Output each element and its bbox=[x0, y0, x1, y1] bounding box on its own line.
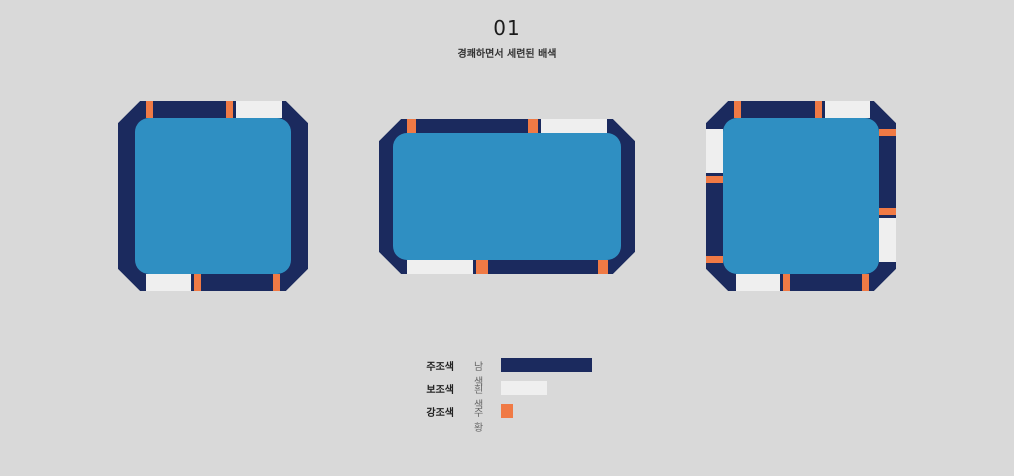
frame-orange-stripe bbox=[706, 256, 723, 263]
frame-orange-stripe bbox=[734, 101, 741, 118]
court-area bbox=[135, 118, 291, 274]
legend-role-label: 강조색 bbox=[426, 408, 454, 419]
legend-swatch-accent bbox=[501, 404, 513, 418]
frame-orange-stripe bbox=[862, 274, 869, 291]
legend-color-name: 주황 bbox=[474, 408, 484, 434]
frame-orange-stripe bbox=[528, 119, 538, 133]
court-area bbox=[393, 133, 621, 260]
frame-white-segment bbox=[407, 260, 473, 274]
court-right bbox=[706, 101, 896, 291]
page-subtitle: 경쾌하면서 세련된 배색 bbox=[457, 49, 557, 60]
court-center bbox=[379, 119, 635, 274]
legend-color-name: 흰색 bbox=[474, 385, 484, 411]
frame-orange-stripe bbox=[815, 101, 822, 118]
frame-navy-segment bbox=[473, 260, 476, 274]
frame-orange-stripe bbox=[194, 274, 201, 291]
court-left bbox=[118, 101, 308, 291]
frame-white-segment bbox=[879, 218, 896, 262]
frame-white-segment bbox=[146, 274, 191, 291]
legend-role-label: 보조색 bbox=[426, 385, 454, 396]
frame-orange-stripe bbox=[598, 260, 608, 274]
frame-white-segment bbox=[736, 274, 780, 291]
frame-white-segment bbox=[825, 101, 870, 118]
frame-navy-segment bbox=[879, 215, 896, 218]
frame-orange-stripe bbox=[273, 274, 280, 291]
frame-orange-stripe bbox=[706, 176, 723, 183]
legend-role-label: 주조색 bbox=[426, 362, 454, 373]
frame-orange-stripe bbox=[879, 208, 896, 215]
frame-navy-segment bbox=[780, 274, 783, 291]
frame-white-segment bbox=[541, 119, 607, 133]
frame-orange-stripe bbox=[146, 101, 153, 118]
frame-navy-segment bbox=[538, 119, 541, 133]
frame-orange-stripe bbox=[226, 101, 233, 118]
page-title: 01 bbox=[493, 16, 521, 40]
frame-orange-stripe bbox=[407, 119, 416, 133]
frame-orange-stripe bbox=[783, 274, 790, 291]
frame-navy-segment bbox=[822, 101, 825, 118]
legend-color-name: 남색 bbox=[474, 362, 484, 388]
frame-white-segment bbox=[706, 129, 723, 173]
frame-navy-segment bbox=[191, 274, 194, 291]
frame-navy-segment bbox=[233, 101, 236, 118]
frame-orange-stripe bbox=[476, 260, 488, 274]
legend-swatch-main bbox=[501, 358, 592, 372]
frame-navy-segment bbox=[706, 173, 723, 176]
legend-swatch-sub bbox=[501, 381, 547, 395]
frame-orange-stripe bbox=[879, 129, 896, 136]
court-area bbox=[723, 118, 879, 274]
frame-white-segment bbox=[236, 101, 282, 118]
